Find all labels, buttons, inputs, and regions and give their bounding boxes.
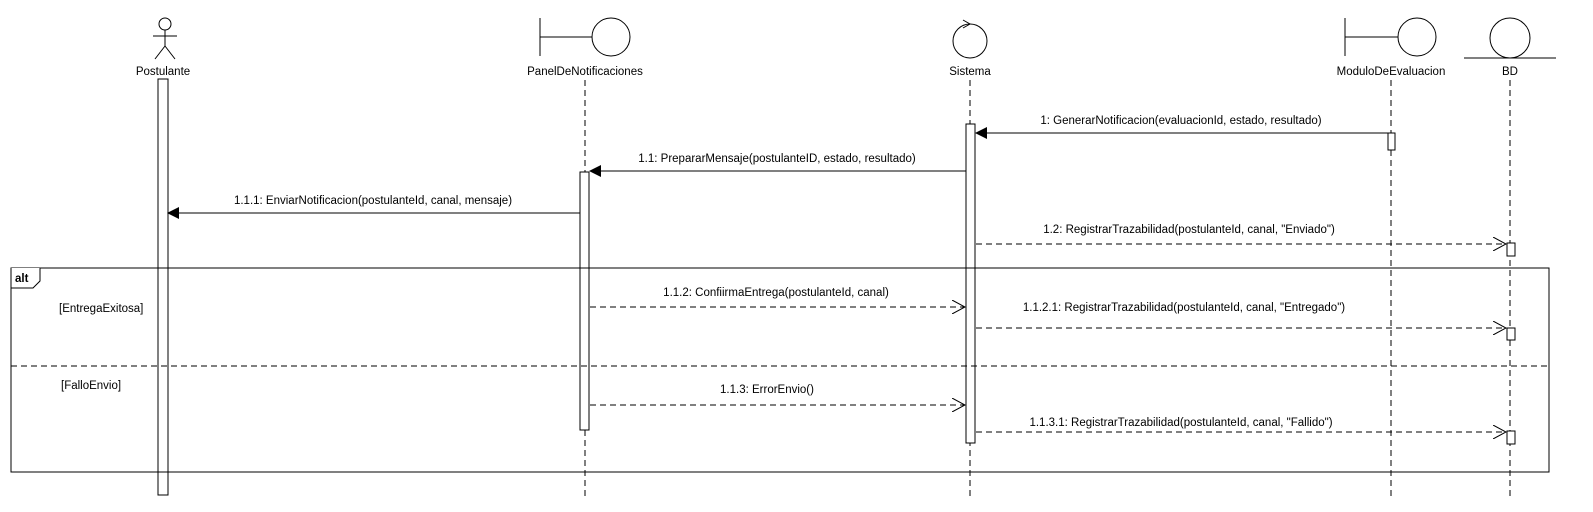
guard-fallo-envio: [FalloEnvio] [61, 380, 121, 392]
activation-modulo [1387, 132, 1396, 151]
fragment-operator: alt [15, 273, 29, 285]
activation-sistema [965, 123, 976, 444]
participant-label-panel: PanelDeNotificaciones [527, 66, 643, 78]
activation-bd-3 [1506, 430, 1516, 445]
message-label: 1.1: PrepararMensaje(postulanteID, estad… [638, 153, 916, 165]
actor-icon [153, 17, 177, 60]
control-sistema: Sistema [949, 19, 991, 78]
actor-postulante: Postulante [136, 17, 190, 78]
message-label: 1.1.3.1: RegistrarTrazabilidad(postulant… [1029, 417, 1332, 429]
control-icon [952, 19, 988, 59]
alt-fragment: alt [EntregaExitosa] [FalloEnvio] [10, 267, 1550, 473]
activation-panel [579, 171, 590, 431]
message-label: 1.1.2: ConfiirmaEntrega(postulanteId, ca… [663, 287, 889, 299]
activation-bd-2 [1506, 327, 1516, 341]
participant-label-postulante: Postulante [136, 66, 190, 78]
entity-icon [1464, 17, 1556, 59]
entity-bd: BD [1464, 17, 1556, 78]
boundary-icon [539, 17, 631, 57]
message-label: 1.2: RegistrarTrazabilidad(postulanteId,… [1043, 224, 1335, 236]
message-1-1: 1.1: PrepararMensaje(postulanteID, estad… [589, 153, 966, 177]
participant-label-sistema: Sistema [949, 66, 991, 78]
fragment-frame [10, 267, 1550, 473]
message-1-1-2-1: 1.1.2.1: RegistrarTrazabilidad(postulant… [976, 302, 1506, 328]
participant-label-modulo: ModuloDeEvaluacion [1337, 66, 1446, 78]
guard-entrega-exitosa: [EntregaExitosa] [59, 303, 143, 315]
message-label: 1.1.1: EnviarNotificacion(postulanteId, … [234, 195, 512, 207]
fragment-operator-tab [10, 268, 41, 289]
message-1-1-3-1: 1.1.3.1: RegistrarTrazabilidad(postulant… [976, 417, 1506, 432]
boundary-modulo: ModuloDeEvaluacion [1337, 17, 1446, 78]
participant-label-bd: BD [1502, 66, 1518, 78]
message-1: 1: GenerarNotificacion(evaluacionId, est… [975, 115, 1388, 139]
boundary-panel: PanelDeNotificaciones [527, 17, 643, 78]
message-label: 1.1.3: ErrorEnvio() [720, 384, 814, 396]
message-1-1-1: 1.1.1: EnviarNotificacion(postulanteId, … [167, 195, 580, 219]
message-label: 1.1.2.1: RegistrarTrazabilidad(postulant… [1023, 302, 1345, 314]
message-label: 1: GenerarNotificacion(evaluacionId, est… [1040, 115, 1321, 127]
message-1-1-3: 1.1.3: ErrorEnvio() [590, 384, 965, 405]
activation-postulante [157, 78, 169, 496]
boundary-icon [1344, 17, 1437, 57]
activation-bd-1 [1506, 242, 1516, 257]
message-1-1-2: 1.1.2: ConfiirmaEntrega(postulanteId, ca… [590, 287, 965, 307]
message-1-2: 1.2: RegistrarTrazabilidad(postulanteId,… [976, 224, 1506, 244]
